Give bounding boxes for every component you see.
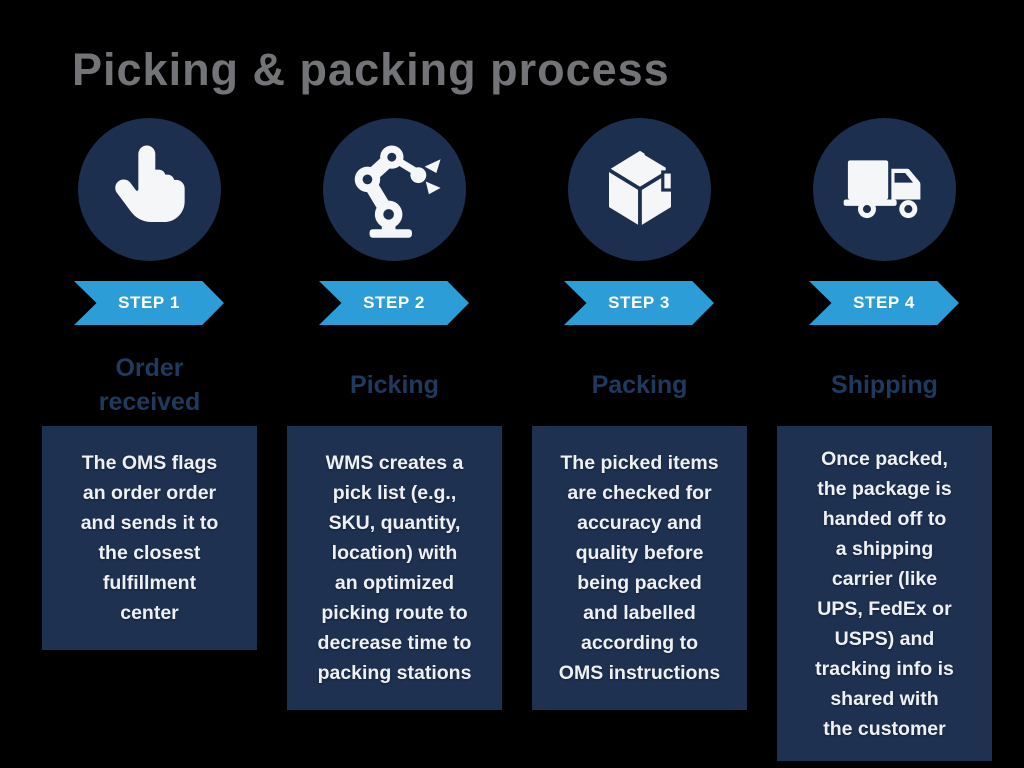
step-3-banner: STEP 3: [564, 281, 714, 325]
step-2-description-box: WMS creates a pick list (e.g., SKU, quan…: [287, 426, 502, 710]
step-1-description-text: The OMS flags an order order and sends i…: [80, 452, 219, 624]
step-1-banner: STEP 1: [74, 281, 224, 325]
step-3-column: STEP 3 Packing The picked items are chec…: [517, 0, 762, 768]
step-4-icon-circle: [813, 118, 956, 261]
step-2-banner-label: STEP 2: [363, 293, 425, 312]
step-2-icon-circle: [323, 118, 466, 261]
step-4-banner: STEP 4: [809, 281, 959, 325]
step-4-title: Shipping: [831, 371, 938, 399]
step-1-icon-circle: [78, 118, 221, 261]
page-title: Picking & packing process: [72, 44, 670, 95]
robot-arm-icon: [354, 144, 441, 238]
step-2-column: STEP 2 Picking WMS creates a pick list (…: [272, 0, 517, 768]
step-1-column: STEP 1 Order received The OMS flags an o…: [27, 0, 272, 768]
step-4-description-text: Once packed, the package is handed off t…: [815, 447, 954, 740]
step-3-title: Packing: [591, 371, 688, 399]
step-2-title: Picking: [350, 371, 439, 399]
step-1-banner-label: STEP 1: [118, 293, 180, 312]
delivery-truck-icon: [843, 159, 920, 218]
step-4-description-box: Once packed, the package is handed off t…: [777, 426, 992, 761]
step-2-banner: STEP 2: [319, 281, 469, 325]
pointing-hand-icon: [114, 144, 185, 222]
step-4-banner-label: STEP 4: [853, 293, 915, 312]
package-box-icon: [604, 146, 675, 230]
step-1-title: Order received: [98, 354, 201, 416]
step-4-column: STEP 4 Shipping Once packed, the package…: [762, 0, 1007, 768]
step-3-banner-label: STEP 3: [608, 293, 670, 312]
step-1-description-box: The OMS flags an order order and sends i…: [42, 426, 257, 650]
step-3-icon-circle: [568, 118, 711, 261]
step-3-description-text: The picked items are checked for accurac…: [558, 452, 721, 684]
step-3-description-box: The picked items are checked for accurac…: [532, 426, 747, 710]
step-2-description-text: WMS creates a pick list (e.g., SKU, quan…: [317, 452, 472, 684]
